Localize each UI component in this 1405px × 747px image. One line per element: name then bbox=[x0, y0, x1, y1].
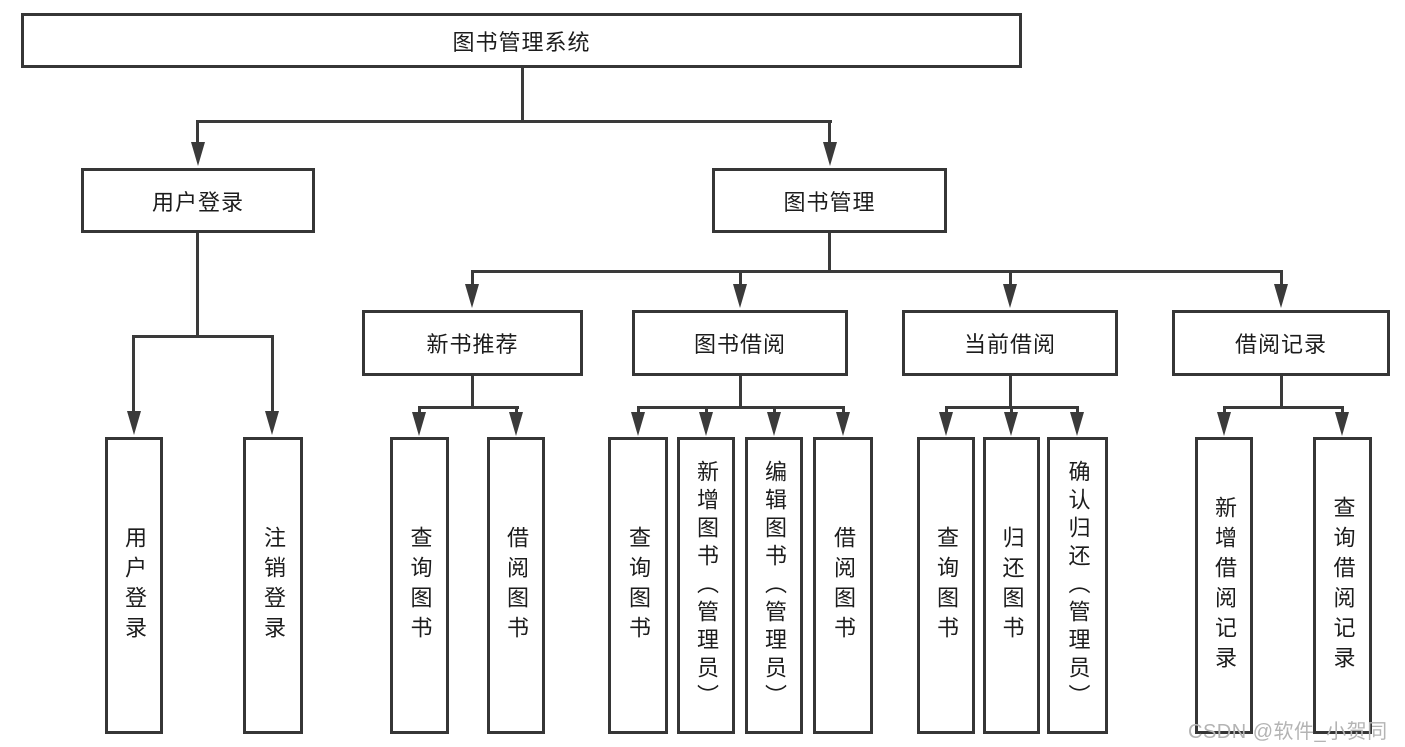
node-library-management-system-label: 图书管理系统 bbox=[452, 29, 591, 55]
leaf-borrow-books-2: 借阅图书 bbox=[813, 437, 873, 734]
connector-root-right-stem bbox=[828, 120, 831, 146]
leaf-query-books-2-label: 查询图书 bbox=[626, 525, 651, 646]
node-new-book-recommendation: 新书推荐 bbox=[362, 310, 583, 376]
node-book-borrowing-label: 图书借阅 bbox=[693, 332, 786, 357]
arrow-down-icon bbox=[1070, 412, 1084, 436]
connector-current-stem-3 bbox=[1076, 406, 1079, 415]
node-new-book-recommendation-label: 新书推荐 bbox=[426, 332, 519, 357]
node-library-management-system: 图书管理系统 bbox=[21, 13, 1022, 68]
leaf-add-borrow-record-label: 新增借阅记录 bbox=[1212, 495, 1237, 676]
connector-book-mgmt-stem-1 bbox=[471, 270, 474, 286]
arrow-down-icon bbox=[191, 142, 205, 166]
connector-book-mgmt-crossbar bbox=[471, 270, 1283, 273]
connector-recommend-stem-1 bbox=[418, 406, 421, 415]
leaf-confirm-return-admin: 确认归还（管理员） bbox=[1047, 437, 1108, 734]
arrow-down-icon bbox=[939, 412, 953, 436]
leaf-borrow-books-2-label: 借阅图书 bbox=[831, 525, 856, 646]
connector-root-crossbar bbox=[197, 120, 832, 123]
arrow-down-icon bbox=[412, 412, 426, 436]
arrow-down-icon bbox=[699, 412, 713, 436]
leaf-return-books-label: 归还图书 bbox=[999, 525, 1025, 646]
connector-borrowing-stem-1 bbox=[637, 406, 640, 415]
connector-borrowing-stem-2 bbox=[705, 406, 708, 415]
leaf-query-books-1: 查询图书 bbox=[390, 437, 449, 734]
leaf-logout: 注销登录 bbox=[243, 437, 303, 734]
connector-user-login-left-stem bbox=[132, 335, 135, 413]
connector-book-mgmt-stem bbox=[828, 233, 831, 270]
arrow-down-icon bbox=[836, 412, 850, 436]
arrow-down-icon bbox=[823, 142, 837, 166]
connector-book-mgmt-stem-2 bbox=[739, 270, 742, 286]
leaf-query-books-3: 查询图书 bbox=[917, 437, 975, 734]
arrow-down-icon bbox=[1004, 412, 1018, 436]
connector-recommend-stem-2 bbox=[515, 406, 518, 415]
leaf-query-books-3-label: 查询图书 bbox=[934, 525, 959, 646]
leaf-query-books-1-label: 查询图书 bbox=[407, 525, 433, 646]
connector-records-stem-1 bbox=[1223, 406, 1226, 415]
connector-current-stem-2 bbox=[1010, 406, 1013, 415]
arrow-down-icon bbox=[465, 284, 479, 308]
connector-book-mgmt-stem-4 bbox=[1280, 270, 1283, 286]
leaf-logout-label: 注销登录 bbox=[261, 525, 286, 646]
connector-current-stem bbox=[1009, 376, 1012, 406]
leaf-return-books: 归还图书 bbox=[983, 437, 1040, 734]
arrow-down-icon bbox=[1274, 284, 1288, 308]
node-borrowing-records-label: 借阅记录 bbox=[1234, 332, 1327, 357]
leaf-borrow-books-1-label: 借阅图书 bbox=[504, 525, 529, 646]
leaf-add-book-admin: 新增图书（管理员） bbox=[677, 437, 735, 734]
node-book-borrowing: 图书借阅 bbox=[632, 310, 848, 376]
connector-records-stem-2 bbox=[1341, 406, 1344, 415]
arrow-down-icon bbox=[631, 412, 645, 436]
arrow-down-icon bbox=[1335, 412, 1349, 436]
connector-root-stem bbox=[521, 68, 524, 120]
node-book-management-label: 图书管理 bbox=[783, 189, 876, 215]
connector-records-stem bbox=[1280, 376, 1283, 406]
connector-borrowing-stem-4 bbox=[842, 406, 845, 415]
leaf-query-books-2: 查询图书 bbox=[608, 437, 668, 734]
arrow-down-icon bbox=[767, 412, 781, 436]
leaf-confirm-return-admin-label: 确认归还（管理员） bbox=[1065, 459, 1091, 712]
arrow-down-icon bbox=[733, 284, 747, 308]
leaf-edit-book-admin-label: 编辑图书（管理员） bbox=[762, 459, 787, 712]
leaf-user-login: 用户登录 bbox=[105, 437, 163, 734]
leaf-add-borrow-record: 新增借阅记录 bbox=[1195, 437, 1253, 734]
connector-user-login-stem bbox=[196, 233, 199, 335]
connector-user-login-right-stem bbox=[271, 335, 274, 413]
connector-book-mgmt-stem-3 bbox=[1009, 270, 1012, 286]
connector-recommend-crossbar bbox=[418, 406, 519, 409]
arrow-down-icon bbox=[509, 412, 523, 436]
csdn-watermark: CSDN @软件_小贺同学 bbox=[1188, 721, 1388, 743]
connector-recommend-stem bbox=[471, 376, 474, 406]
connector-user-login-crossbar bbox=[133, 335, 274, 338]
node-borrowing-records: 借阅记录 bbox=[1172, 310, 1390, 376]
arrow-down-icon bbox=[127, 411, 141, 435]
leaf-add-book-admin-label: 新增图书（管理员） bbox=[694, 459, 719, 712]
arrow-down-icon bbox=[1217, 412, 1231, 436]
connector-borrowing-crossbar bbox=[637, 406, 845, 409]
connector-current-stem-1 bbox=[945, 406, 948, 415]
leaf-edit-book-admin: 编辑图书（管理员） bbox=[745, 437, 803, 734]
leaf-user-login-label: 用户登录 bbox=[122, 525, 147, 646]
node-book-management: 图书管理 bbox=[712, 168, 947, 233]
node-current-borrowing: 当前借阅 bbox=[902, 310, 1118, 376]
node-user-login-label: 用户登录 bbox=[151, 189, 244, 215]
arrow-down-icon bbox=[265, 411, 279, 435]
connector-records-crossbar bbox=[1223, 406, 1344, 409]
node-user-login: 用户登录 bbox=[81, 168, 315, 233]
leaf-query-borrow-record-label: 查询借阅记录 bbox=[1330, 495, 1356, 676]
arrow-down-icon bbox=[1003, 284, 1017, 308]
leaf-query-borrow-record: 查询借阅记录 bbox=[1313, 437, 1372, 734]
connector-root-left-stem bbox=[196, 120, 199, 146]
connector-borrowing-stem-3 bbox=[773, 406, 776, 415]
connector-borrowing-stem bbox=[739, 376, 742, 406]
node-current-borrowing-label: 当前借阅 bbox=[963, 332, 1056, 357]
leaf-borrow-books-1: 借阅图书 bbox=[487, 437, 545, 734]
